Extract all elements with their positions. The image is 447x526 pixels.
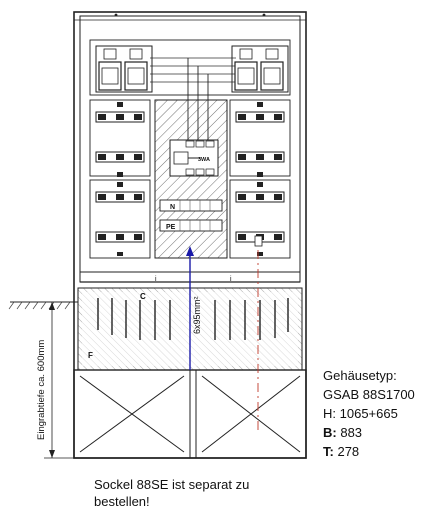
spec-width-value: 883: [340, 425, 363, 440]
spec-height-value: 1065+665: [339, 406, 398, 421]
spec-depth: T: 278: [323, 442, 415, 461]
fuse-rating-label: 3WA: [198, 157, 210, 163]
dashed-centerline: [254, 235, 263, 432]
plinth-base: [73, 369, 307, 459]
housing-spec: Gehäusetyp: GSAB 88S1700 H: 1065+665 B: …: [323, 366, 415, 461]
busbar-frame: [89, 39, 291, 96]
switch-block-top-right: [231, 45, 289, 93]
spec-model: GSAB 88S1700: [323, 387, 415, 402]
spec-title: Gehäusetyp:: [323, 368, 397, 383]
terminal-n-label: N: [170, 204, 175, 211]
terminal-pe-label: PE: [166, 224, 176, 231]
fuse-column-left: [89, 99, 151, 259]
letter-i-right: i: [230, 276, 232, 283]
depth-label: Eingrabtiefe ca. 600mm: [36, 340, 47, 440]
depth-dimension: [44, 302, 76, 459]
order-note-line1: Sockel 88SE ist separat zu: [94, 477, 250, 492]
spec-height-key: H:: [323, 406, 336, 421]
main-fuse-switch: [169, 139, 219, 177]
fuse-column-right: [229, 99, 291, 259]
letter-c: C: [140, 292, 146, 301]
spec-width-key: B:: [323, 425, 337, 440]
spec-width: B: 883: [323, 423, 415, 442]
switch-block-top-left: [95, 45, 153, 93]
order-note-line2: bestellen!: [94, 494, 150, 509]
ground-line: [8, 301, 78, 310]
feeder-wires: [187, 58, 209, 140]
spec-depth-value: 278: [337, 444, 360, 459]
terminal-blocks: [159, 199, 223, 232]
cable-label: 6x95mm²: [192, 296, 202, 334]
central-hatched-zone: [154, 99, 228, 259]
letter-i-left: i: [155, 276, 157, 283]
spec-height: H: 1065+665: [323, 404, 415, 423]
cable-arrow: [186, 246, 194, 370]
order-note: Sockel 88SE ist separat zu bestellen!: [94, 476, 249, 510]
spec-depth-key: T:: [323, 444, 334, 459]
letter-f: F: [88, 351, 93, 360]
